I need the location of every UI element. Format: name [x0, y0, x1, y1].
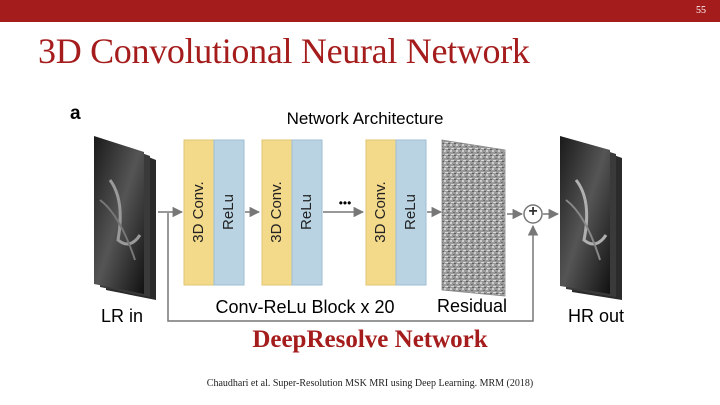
- hr-out-label: HR out: [568, 306, 625, 326]
- block3-conv-label: 3D Conv.: [372, 181, 389, 243]
- hr-output-image-stack: [560, 136, 622, 300]
- citation: Chaudhari et al. Super-Resolution MSK MR…: [206, 378, 534, 389]
- lr-in-label: LR in: [101, 306, 144, 326]
- panel-label: a: [70, 103, 81, 124]
- block2-conv-label: 3D Conv.: [268, 181, 285, 243]
- architecture-title: Network Architecture: [286, 109, 444, 128]
- block3-relu-label: ReLu: [402, 194, 419, 230]
- block1-conv: [183, 139, 215, 286]
- block1-conv-label: 3D Conv.: [190, 181, 207, 243]
- block1-relu-label: ReLu: [220, 194, 237, 230]
- lr-input-image-stack: [94, 136, 156, 300]
- block2-relu-label: ReLu: [298, 194, 315, 230]
- top-bar: [0, 0, 720, 22]
- block1-relu: [213, 139, 245, 286]
- block3-relu: [395, 139, 427, 286]
- residual-image: [441, 139, 506, 297]
- skip-connection: [167, 213, 539, 322]
- ellipsis: •••: [338, 196, 352, 210]
- block-count-label: Conv-ReLu Block x 20: [215, 297, 395, 317]
- network-name: DeepResolve Network: [252, 326, 488, 353]
- residual-label: Residual: [437, 296, 508, 316]
- slide-number: 55: [696, 5, 706, 16]
- block2-conv: [261, 139, 293, 286]
- sum-symbol: +: [528, 203, 538, 220]
- slide-title: 3D Convolutional Neural Network: [38, 31, 530, 71]
- block2-relu: [291, 139, 323, 286]
- sum-node: [523, 204, 543, 224]
